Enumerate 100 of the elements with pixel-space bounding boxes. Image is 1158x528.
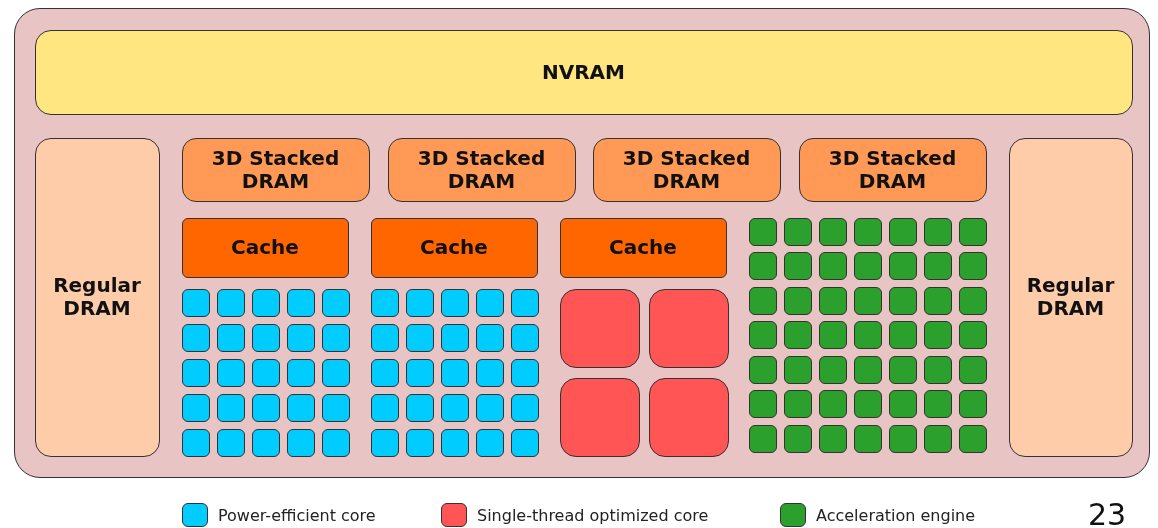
core-square: [216, 358, 245, 387]
core-square: [251, 323, 280, 352]
core-square: [440, 323, 469, 352]
core-square: [888, 321, 917, 349]
core-square: [405, 358, 434, 387]
core-square: [748, 355, 777, 384]
core-square: [853, 355, 882, 384]
core-square: [923, 252, 952, 280]
core-square: [440, 393, 469, 422]
core-square: [510, 358, 539, 387]
block-label: Cache: [230, 236, 300, 259]
core-square: [888, 252, 917, 280]
memory-block: [181, 137, 370, 202]
core-square: [559, 288, 640, 368]
core-square: [888, 390, 917, 418]
page-number: 23: [1088, 498, 1127, 528]
core-square: [818, 424, 847, 453]
chip-outline: [14, 8, 1150, 478]
core-square: [748, 286, 777, 315]
core-square: [958, 286, 987, 315]
core-square: [251, 358, 280, 387]
core-square: [783, 286, 812, 315]
core-square: [818, 321, 847, 349]
core-square: [648, 288, 729, 368]
core-square: [748, 321, 777, 349]
core-square: [440, 288, 469, 317]
core-square: [405, 323, 434, 352]
core-square: [321, 358, 350, 387]
core-square: [370, 323, 399, 352]
legend-label: Single-thread optimized core: [477, 505, 709, 525]
block-label: 3D Stacked DRAM: [416, 146, 547, 193]
core-square: [251, 393, 280, 422]
core-square: [321, 393, 350, 422]
core-square: [888, 286, 917, 315]
core-square: [958, 217, 987, 246]
core-square: [181, 288, 210, 317]
core-square: [251, 288, 280, 317]
block-label: 3D Stacked DRAM: [210, 146, 341, 193]
core-square: [923, 321, 952, 349]
core-square: [888, 217, 917, 246]
core-square: [321, 428, 350, 457]
memory-panel: [1008, 137, 1133, 457]
core-square: [783, 217, 812, 246]
core-square: [286, 323, 315, 352]
core-square: [853, 390, 882, 418]
core-square: [923, 355, 952, 384]
block-label: 3D Stacked DRAM: [827, 146, 958, 193]
core-square: [958, 355, 987, 384]
core-square: [958, 424, 987, 453]
core-square: [510, 323, 539, 352]
core-square: [286, 358, 315, 387]
core-square: [818, 355, 847, 384]
memory-bar: [34, 29, 1133, 115]
memory-block: [387, 137, 576, 202]
core-square: [286, 288, 315, 317]
core-square: [748, 424, 777, 453]
core-square: [958, 390, 987, 418]
core-square: [216, 428, 245, 457]
core-square: [853, 321, 882, 349]
core-square: [559, 377, 640, 457]
core-square: [440, 358, 469, 387]
core-square: [475, 428, 504, 457]
core-square: [510, 428, 539, 457]
core-square: [510, 288, 539, 317]
core-square: [405, 428, 434, 457]
core-square: [510, 393, 539, 422]
legend-label: Acceleration engine: [816, 505, 976, 525]
core-square: [923, 424, 952, 453]
core-square: [181, 358, 210, 387]
core-square: [853, 286, 882, 315]
core-square: [783, 355, 812, 384]
core-square: [958, 321, 987, 349]
cache-block: [559, 217, 727, 278]
core-square: [370, 428, 399, 457]
core-square: [648, 377, 729, 457]
core-square: [475, 393, 504, 422]
core-square: [818, 390, 847, 418]
legend-label: Power-efficient core: [218, 505, 376, 525]
core-square: [748, 217, 777, 246]
core-square: [475, 323, 504, 352]
block-label: Cache: [419, 236, 489, 259]
core-square: [923, 217, 952, 246]
core-square: [321, 323, 350, 352]
core-square: [923, 286, 952, 315]
block-label: Cache: [608, 236, 678, 259]
block-label: NVRAM: [542, 60, 625, 84]
core-square: [475, 358, 504, 387]
core-square: [853, 252, 882, 280]
core-square: [181, 323, 210, 352]
core-square: [853, 217, 882, 246]
core-square: [783, 424, 812, 453]
core-square: [853, 424, 882, 453]
core-square: [440, 428, 469, 457]
core-square: [783, 321, 812, 349]
block-label: 3D Stacked DRAM: [621, 146, 752, 193]
core-square: [286, 428, 315, 457]
memory-block: [798, 137, 987, 202]
core-square: [251, 428, 280, 457]
core-square: [888, 424, 917, 453]
block-label: Regular DRAM: [1025, 274, 1116, 320]
